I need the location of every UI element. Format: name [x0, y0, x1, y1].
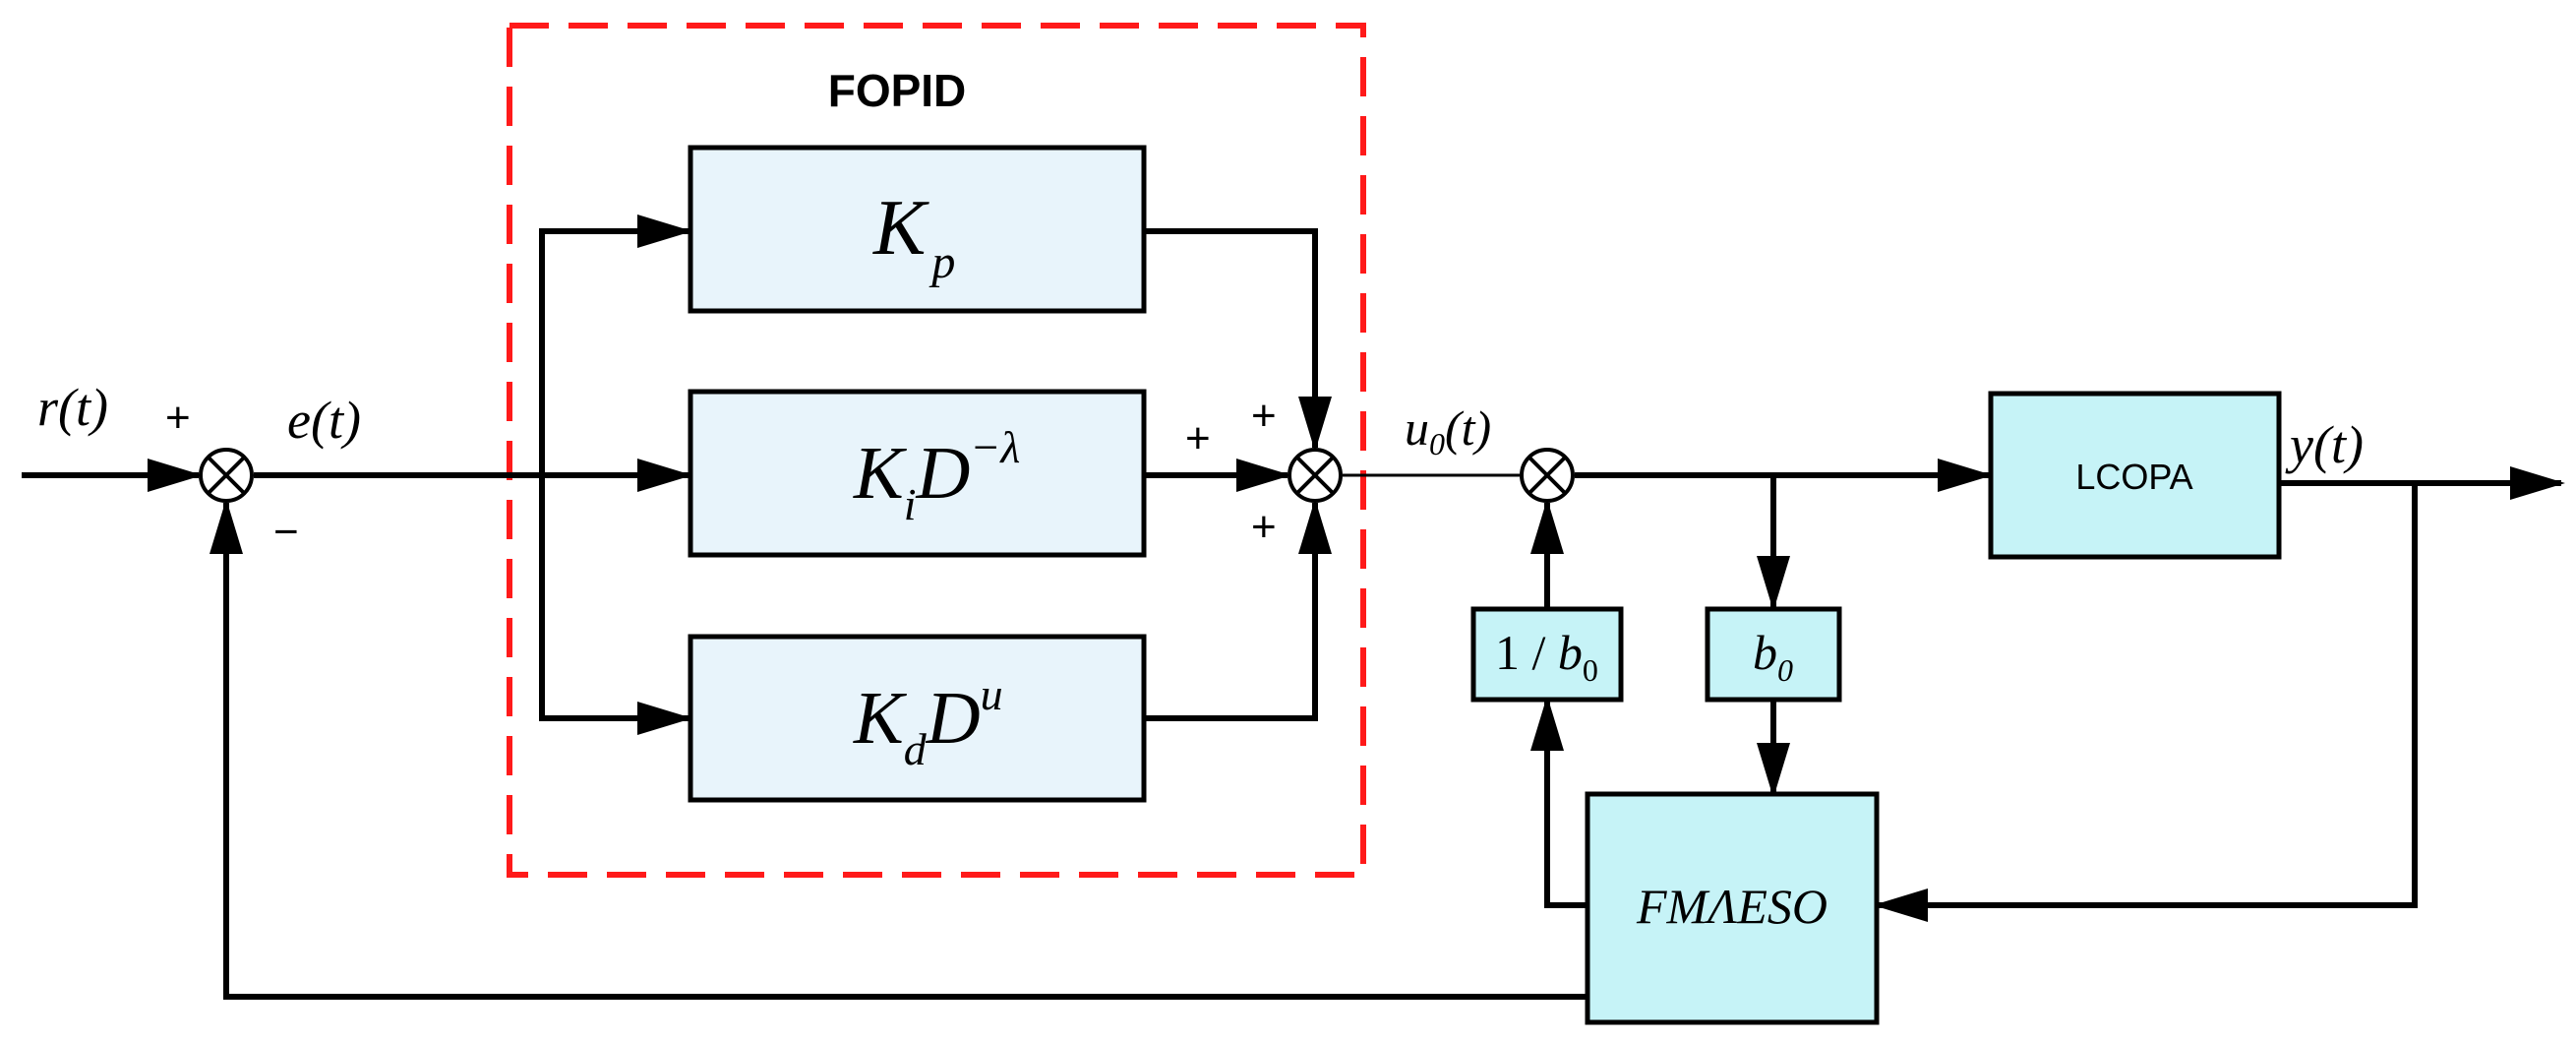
plant-label: LCOPA: [2075, 457, 2192, 497]
wire-kd-to-sum2: [1144, 499, 1332, 721]
signal-y-label: y(t): [2285, 415, 2364, 474]
b0-block: [1705, 606, 1842, 703]
signal-r-label: r(t): [37, 378, 108, 437]
sum1-minus-sign: −: [273, 508, 299, 556]
observer-block: [1585, 791, 1880, 1025]
inv-b0-label: 1 / b0: [1495, 625, 1598, 688]
summing-junction-1-icon: [199, 448, 254, 503]
plant-block: [1988, 391, 2282, 560]
ki-label: KiD−λ: [853, 422, 1020, 529]
sum2-left-sign: +: [1185, 414, 1211, 462]
inv-b0-block: [1470, 606, 1624, 703]
fopid-frame: [507, 23, 1366, 878]
signal-u0-label: u0(t): [1405, 400, 1491, 461]
kd-label: KdDu: [853, 669, 1003, 774]
observer-label: FMΛESO: [1636, 879, 1827, 934]
summing-junction-2-icon: [1288, 448, 1343, 503]
wire-y-to-observer: [1873, 483, 2418, 922]
wire-feedback-to-sum1: [210, 499, 1588, 1000]
signal-e-label: e(t): [287, 391, 361, 450]
fopid-label: FOPID: [828, 65, 967, 116]
sum2-top-sign: +: [1251, 392, 1277, 440]
wire-kp-to-sum2: [1144, 228, 1332, 452]
sum2-bottom-sign: +: [1251, 503, 1277, 551]
summing-junction-3-icon: [1520, 448, 1575, 503]
b0-label: b0: [1753, 625, 1793, 688]
wire-observer-to-invb0: [1530, 696, 1588, 908]
kp-block: [688, 145, 1147, 314]
ki-block: [688, 389, 1147, 558]
kd-block: [688, 634, 1147, 803]
sum1-plus-sign: +: [165, 394, 191, 442]
